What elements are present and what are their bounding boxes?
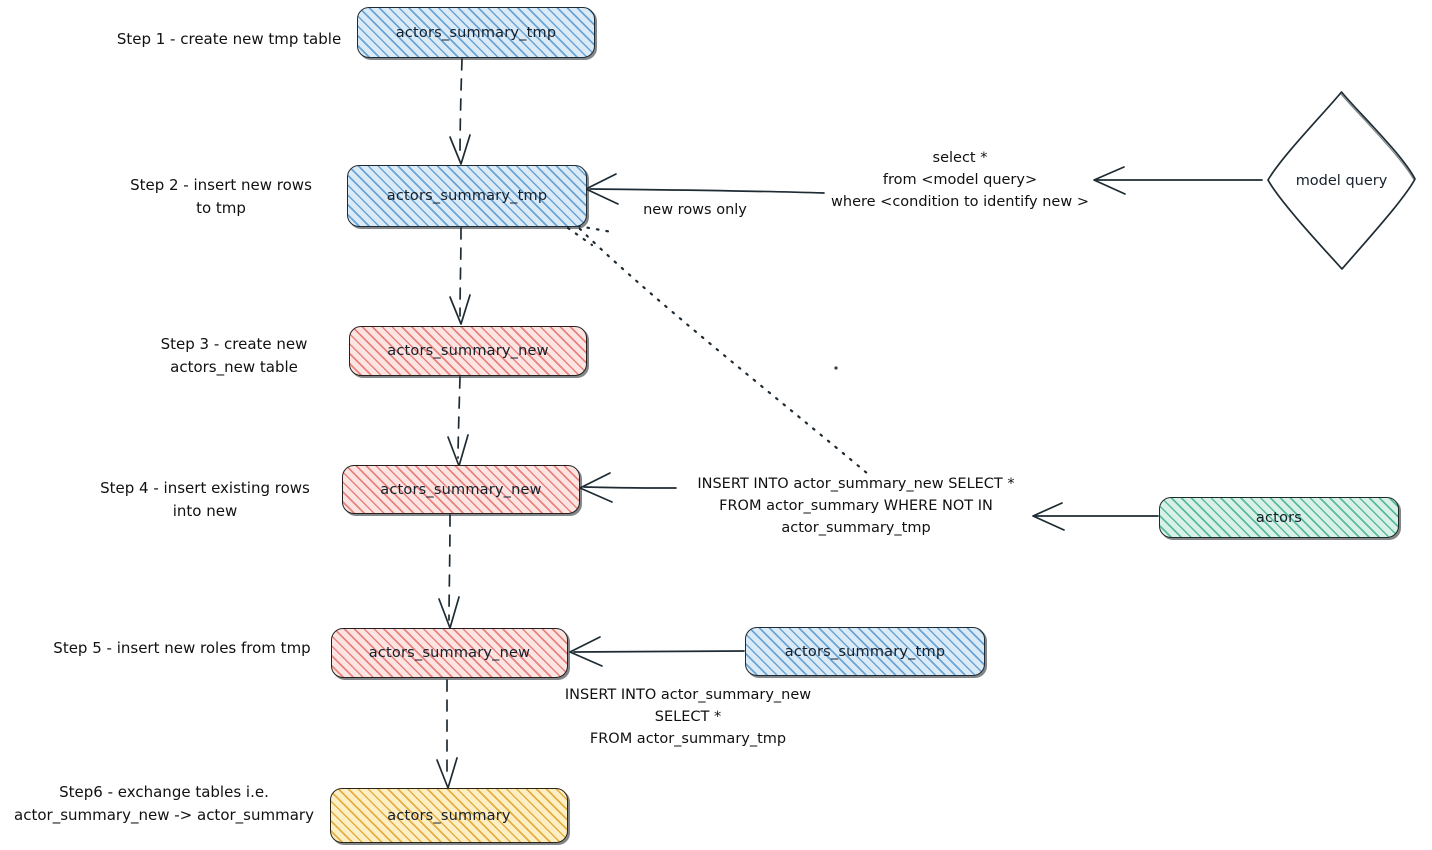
node-label: actors_summary_new xyxy=(368,645,531,661)
diamond-shape-icon xyxy=(1267,91,1416,270)
node-actors-summary-tmp-step2[interactable]: actors_summary_tmp xyxy=(347,165,587,227)
node-actors-source[interactable]: actors xyxy=(1159,497,1399,538)
edge-tmpsrc-to-node5 xyxy=(569,636,745,667)
step-label-5: Step 5 - insert new roles from tmp xyxy=(53,639,311,657)
node-label: actors_summary xyxy=(387,807,511,824)
edge-insert-existing-to-node4 xyxy=(579,472,677,503)
stray-speck xyxy=(834,366,838,370)
edge-label-insert-existing-sql: INSERT INTO actor_summary_new SELECT * F… xyxy=(697,476,1015,536)
edge-node3-to-node4 xyxy=(447,376,469,467)
node-actors-summary-new-step4[interactable]: actors_summary_new xyxy=(342,465,580,514)
edge-node4-to-node5 xyxy=(438,514,460,629)
edge-node2-dotted-to-insert-sql xyxy=(566,220,870,476)
edge-node1-to-node2 xyxy=(449,58,471,165)
edge-label-insert-new-roles-sql: INSERT INTO actor_summary_new SELECT * F… xyxy=(564,687,812,747)
step-label-1: Step 1 - create new tmp table xyxy=(116,30,342,48)
edge-label-model-query-sql: select * from <model query> where <condi… xyxy=(831,150,1089,210)
step-label-2: Step 2 - insert new rows to tmp xyxy=(130,176,312,218)
node-label: model query xyxy=(1295,172,1388,189)
node-label: actors_summary_tmp xyxy=(395,24,557,41)
edge-modelquery-to-sql xyxy=(1093,166,1263,195)
edge-node5-to-node6 xyxy=(436,679,458,789)
node-label: actors xyxy=(1255,509,1303,526)
step-label-4: Step 4 - insert existing rows into new xyxy=(100,479,310,521)
node-actors-summary-new-step5[interactable]: actors_summary_new xyxy=(331,628,568,678)
node-actors-summary-new-step3[interactable]: actors_summary_new xyxy=(349,326,587,376)
node-label: actors_summary_new xyxy=(380,481,542,498)
edge-label-new-rows-only: new rows only xyxy=(643,202,747,218)
node-actors-summary-tmp-step1[interactable]: actors_summary_tmp xyxy=(357,7,595,58)
node-label: actors_summary_tmp xyxy=(386,188,548,204)
node-actors-summary-tmp-source[interactable]: actors_summary_tmp xyxy=(745,627,985,676)
node-label: actors_summary_new xyxy=(387,343,549,359)
node-label: actors_summary_tmp xyxy=(784,643,946,660)
edge-actors-to-insert-existing xyxy=(1032,502,1159,531)
edge-node2-to-node3 xyxy=(449,227,471,325)
node-model-query[interactable]: model query xyxy=(1264,88,1419,273)
node-actors-summary-final[interactable]: actors_summary xyxy=(330,788,568,843)
step-label-6: Step6 - exchange tables i.e. actor_summa… xyxy=(14,783,314,825)
step-label-3: Step 3 - create new actors_new table xyxy=(160,335,308,377)
